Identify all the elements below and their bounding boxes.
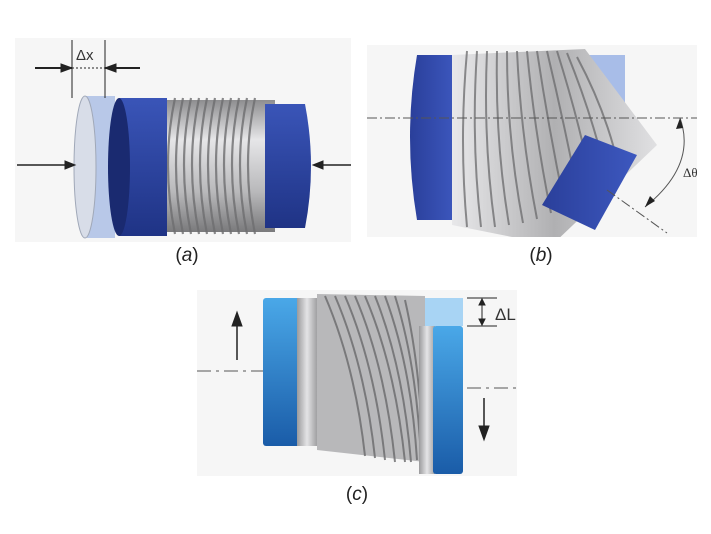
panel-b-angular-bellows: Δθ <box>367 45 697 237</box>
right-flange <box>265 104 311 228</box>
panel-a-axial-bellows: Δx <box>15 38 351 242</box>
ghost-right-flange <box>425 298 463 326</box>
lateral-bellows-illustration: ΔL <box>197 290 517 476</box>
right-flange <box>542 135 637 230</box>
delta-theta-label: Δθ <box>683 165 697 180</box>
angular-bellows-illustration: Δθ <box>367 45 697 237</box>
left-flange <box>119 98 167 236</box>
caption-a: (a) <box>175 245 199 266</box>
right-flange <box>433 326 463 474</box>
axial-bellows-illustration: Δx <box>15 38 351 242</box>
convolution-lines <box>462 50 620 228</box>
delta-x-dimension <box>17 40 351 170</box>
caption-b: (b) <box>529 245 553 266</box>
convolution-lines <box>324 295 424 463</box>
lateral-dimension <box>197 297 517 442</box>
left-flange <box>410 55 457 220</box>
delta-l-label: ΔL <box>495 305 516 324</box>
caption-c: (c) <box>345 484 369 505</box>
panel-c-lateral-bellows: ΔL <box>197 290 517 476</box>
convolution-lines <box>166 97 257 235</box>
left-flange <box>263 298 301 446</box>
delta-x-label: Δx <box>76 47 94 64</box>
